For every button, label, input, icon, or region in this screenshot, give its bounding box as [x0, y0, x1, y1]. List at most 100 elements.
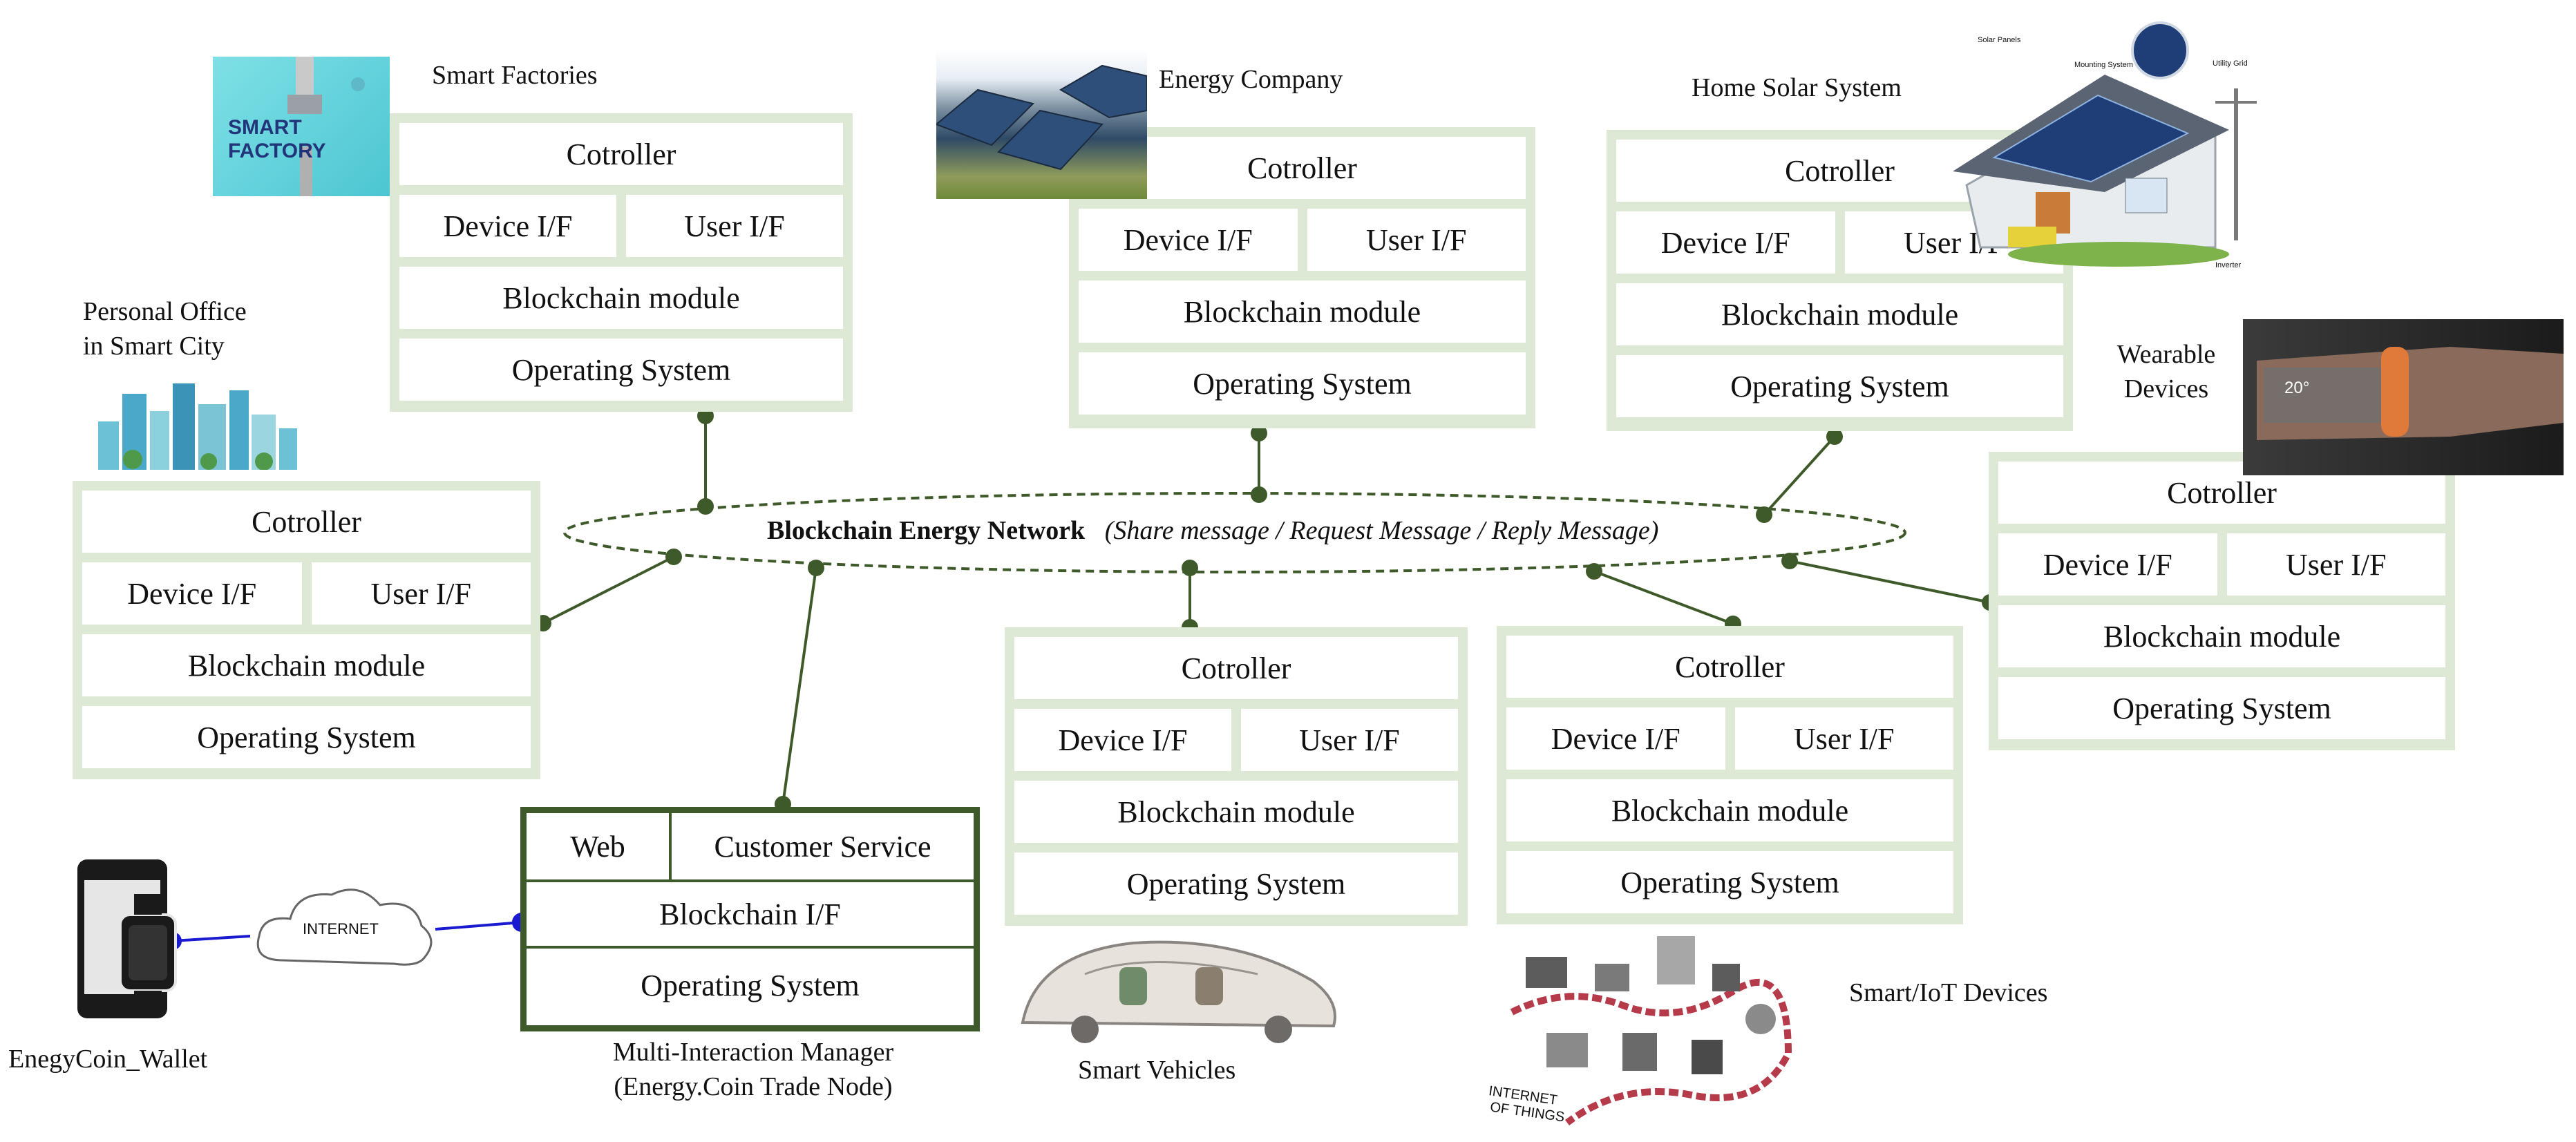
blockchain-module-row: Blockchain module [1506, 779, 1953, 841]
robot-arm-icon [287, 57, 365, 196]
device-if-cell: Device I/F [1616, 211, 1835, 274]
smartphone-watch-icon [77, 859, 177, 1018]
link-wallet-internet [172, 935, 251, 942]
web-cell: Web [527, 813, 672, 879]
port-dot [697, 408, 714, 424]
operating-system-row: Operating System [399, 339, 843, 401]
smart-factory-image: SMART FACTORY [213, 57, 390, 196]
blockchain-network-ellipse [563, 492, 1906, 573]
blockchain-if-row: Blockchain I/F [527, 882, 974, 949]
caption-line: (Energy.Coin Trade Node) [614, 1072, 893, 1102]
caption-home-solar: Home Solar System [1692, 73, 1902, 102]
node-multi-interaction-manager: Web Customer Service Blockchain I/F Oper… [520, 807, 980, 1031]
manager-top-row: Web Customer Service [527, 813, 974, 882]
solar-panels-icon [936, 64, 1147, 171]
interface-row: Device I/F User I/F [1998, 533, 2445, 596]
solar-field-image [936, 48, 1147, 199]
device-if-cell: Device I/F [82, 562, 302, 625]
port-dot [1182, 560, 1198, 576]
interface-row: Device I/F User I/F [1014, 709, 1458, 771]
network-name: Blockchain Energy Network [767, 516, 1086, 545]
device-if-cell: Device I/F [1014, 709, 1231, 771]
operating-system-row: Operating System [1506, 851, 1953, 913]
caption-personal-office: Personal Office in Smart City [83, 294, 247, 363]
blockchain-module-row: Blockchain module [399, 267, 843, 329]
manager-os-row: Operating System [641, 968, 860, 1002]
link-home-solar [1763, 435, 1836, 516]
interface-row: Device I/F User I/F [1506, 707, 1953, 770]
caption-smart-vehicles: Smart Vehicles [1078, 1056, 1236, 1085]
wallet-devices-image [75, 859, 178, 1018]
operating-system-row: Operating System [1014, 853, 1458, 915]
blockchain-module-row: Blockchain module [1998, 605, 2445, 667]
smart-factory-text: SMART FACTORY [228, 116, 326, 162]
port-dot [1251, 425, 1267, 441]
port-dot [1826, 428, 1843, 445]
internet-label: INTERNET [303, 920, 379, 938]
label-solar-panels: Solar Panels [1978, 36, 2021, 44]
caption-energy-company: Energy Company [1159, 65, 1343, 94]
device-if-cell: Device I/F [399, 195, 616, 257]
interface-row: Device I/F User I/F [1079, 209, 1526, 271]
link-wearable [1789, 560, 1991, 604]
controller-row: Cotroller [1079, 137, 1526, 199]
car-icon [1021, 940, 1336, 1043]
user-if-cell: User I/F [1734, 707, 1953, 770]
network-label: Blockchain Energy Network (Share message… [767, 515, 1658, 546]
user-if-cell: User I/F [311, 562, 531, 625]
user-if-cell: User I/F [1241, 709, 1458, 771]
wearable-temperature: 20° [2284, 379, 2310, 397]
smart-city-image [91, 373, 330, 470]
link-iot-devices [1593, 570, 1734, 625]
caption-line: Devices [2123, 374, 2209, 404]
device-if-cell: Device I/F [1079, 209, 1298, 271]
caption-line: Multi-Interaction Manager [612, 1038, 894, 1067]
wearable-image: 20° [2243, 319, 2564, 475]
operating-system-row: Operating System [1998, 677, 2445, 739]
operating-system-row: Operating System [82, 706, 531, 768]
device-if-cell: Device I/F [1998, 533, 2217, 596]
city-skyline-icon [98, 383, 297, 470]
label-mounting-system: Mounting System [2074, 61, 2133, 69]
blockchain-module-row: Blockchain module [1079, 280, 1526, 343]
node-smart-vehicles: Cotroller Device I/F User I/F Blockchain… [1005, 627, 1468, 926]
iot-network-icon [1510, 936, 1792, 1126]
controller-row: Cotroller [1506, 636, 1953, 698]
user-if-cell: User I/F [2226, 533, 2445, 596]
caption-iot-devices: Smart/IoT Devices [1849, 978, 2048, 1007]
caption-line: in Smart City [83, 332, 225, 361]
port-dot [665, 549, 682, 565]
controller-row: Cotroller [82, 491, 531, 553]
node-iot-devices: Cotroller Device I/F User I/F Blockchain… [1497, 626, 1963, 924]
caption-line: Wearable [2116, 340, 2216, 369]
caption-manager: Multi-Interaction Manager (Energy.Coin T… [553, 1035, 954, 1104]
blockchain-module-row: Blockchain module [1616, 283, 2063, 345]
wrist-device-icon [2257, 347, 2564, 440]
interface-row: Device I/F User I/F [82, 562, 531, 625]
link-internet-manager [435, 921, 522, 931]
caption-line: Personal Office [83, 297, 247, 326]
label-utility-grid: Utility Grid [2213, 59, 2248, 68]
node-smart-factories: Cotroller Device I/F User I/F Blockchain… [390, 113, 853, 412]
link-personal-office [542, 555, 674, 625]
user-if-cell: User I/F [1307, 209, 1526, 271]
port-dot [697, 498, 714, 515]
cloud-icon [256, 888, 433, 966]
interface-row: Device I/F User I/F [399, 195, 843, 257]
caption-wearable: Wearable Devices [2108, 337, 2225, 406]
caption-wallet: EnegyCoin_Wallet [8, 1045, 208, 1074]
solar-house-icon [1953, 21, 2257, 267]
user-if-cell: User I/F [626, 195, 843, 257]
controller-row: Cotroller [399, 123, 843, 185]
network-messages: (Share message / Request Message / Reply… [1104, 516, 1659, 545]
blockchain-module-row: Blockchain module [82, 634, 531, 696]
customer-service-cell: Customer Service [714, 829, 931, 864]
operating-system-row: Operating System [1616, 355, 2063, 417]
smart-vehicle-image [1009, 926, 1347, 1043]
controller-row: Cotroller [1014, 637, 1458, 699]
home-solar-image: Solar Panels Mounting System Utility Gri… [1953, 19, 2277, 282]
label-inverter: Inverter [2215, 261, 2242, 269]
internet-cloud: INTERNET [249, 877, 439, 981]
iot-devices-image: INTERNET OF THINGS [1484, 929, 1816, 1136]
node-wearable-devices: Cotroller Device I/F User I/F Blockchain… [1989, 452, 2455, 750]
